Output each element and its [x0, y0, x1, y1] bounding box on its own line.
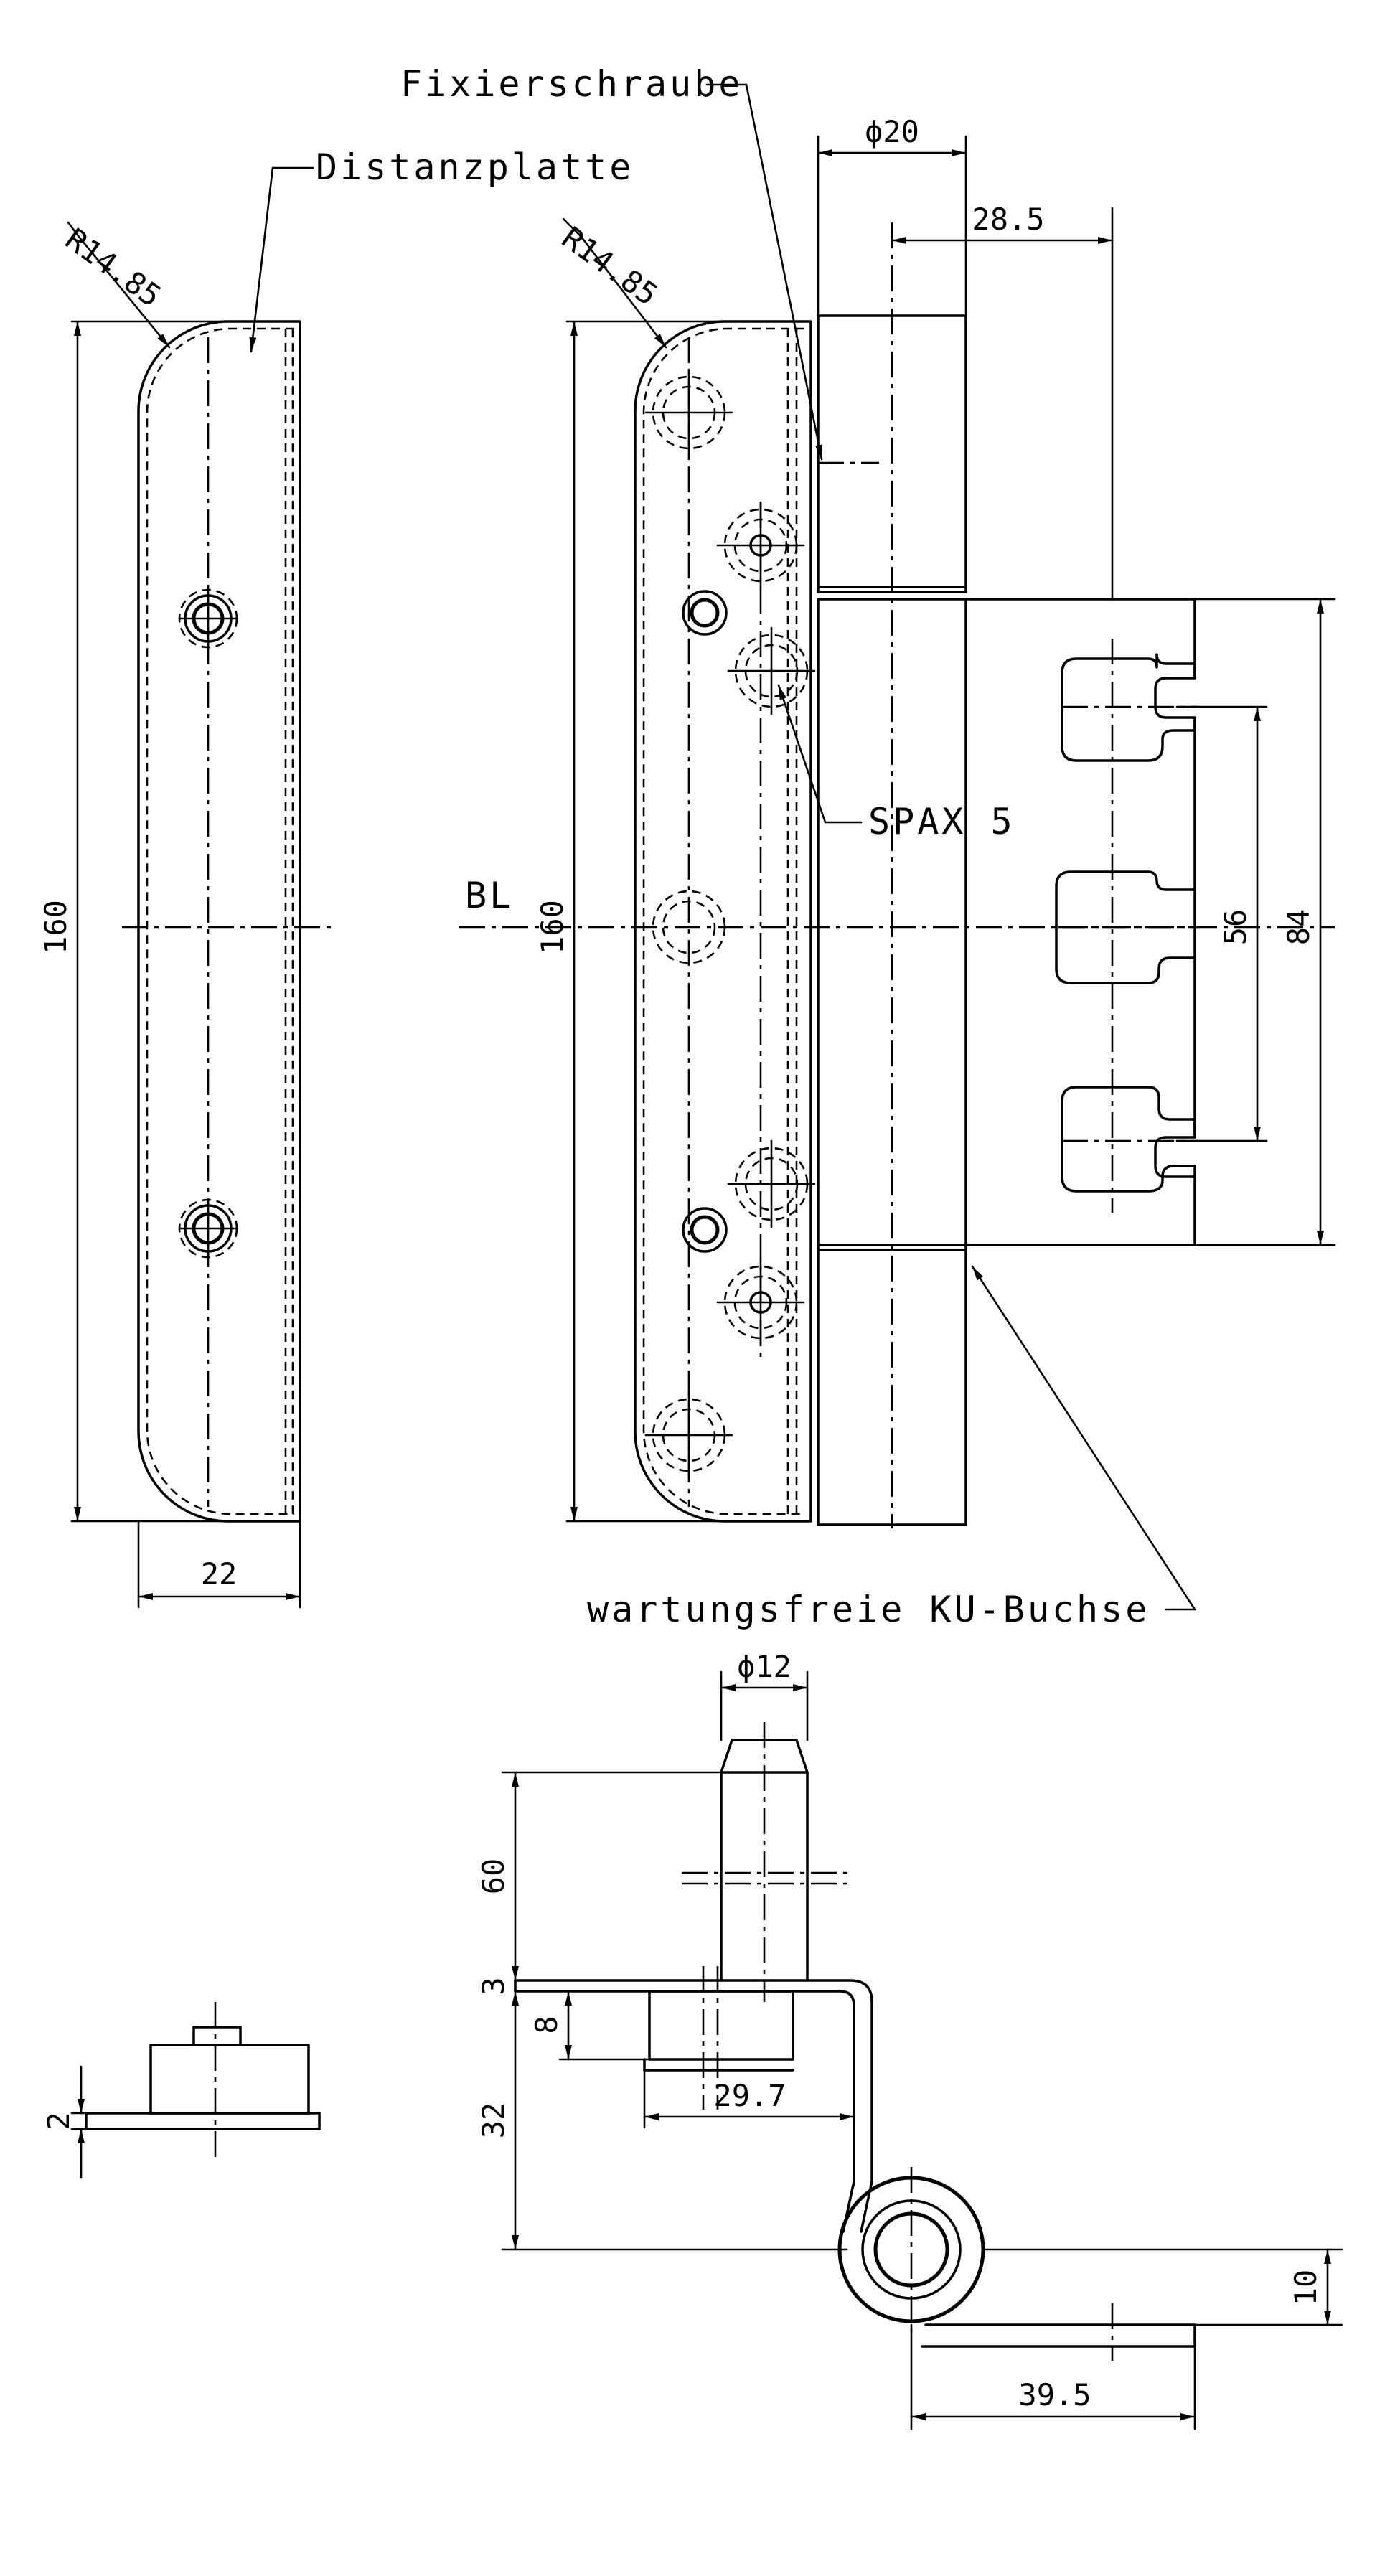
fix-screw-upper: [682, 590, 728, 636]
dim-3: 3: [476, 1977, 511, 1995]
slot-1: [1061, 653, 1196, 762]
hinge-plan-view: 60 3 32 8 29.7 ϕ12 10 39.5: [476, 1649, 1343, 2430]
slot-2: [1055, 870, 1196, 984]
plate-side-view: 2: [41, 2002, 321, 2179]
frame-arm: [921, 2323, 1196, 2348]
label-spax: SPAX 5: [868, 801, 1015, 842]
hinge-front-view: ϕ20 28.5 R14.85 160 56 84 Fixierschraube…: [400, 63, 1336, 1630]
label-buchse: wartungsfreie KU-Buchse: [587, 1589, 1150, 1630]
spax-holes: [644, 368, 816, 1480]
label-distanzplatte: Distanzplatte: [316, 146, 634, 188]
dim-phi20: ϕ20: [865, 114, 919, 149]
dim-28-5: 28.5: [972, 202, 1044, 237]
slot-3: [1061, 1086, 1196, 1193]
screw-head-lower: [178, 1198, 238, 1259]
leaf-plate: [514, 1979, 873, 2183]
screw-head-upper: [178, 588, 238, 649]
label-bl: BL: [465, 875, 514, 916]
dim-160-left: 160: [38, 900, 73, 954]
fix-screw-lower: [682, 1207, 728, 1253]
dim-phi12: ϕ12: [737, 1649, 792, 1684]
dim-160-mid: 160: [535, 900, 570, 954]
dim-2: 2: [41, 2112, 76, 2130]
dim-22: 22: [201, 1556, 238, 1592]
label-fixierschraube: Fixierschraube: [400, 63, 743, 105]
dim-84: 84: [1281, 909, 1316, 946]
hinge-leaf-outline: [634, 320, 812, 1523]
dim-39-5: 39.5: [1018, 2377, 1091, 2412]
dim-60: 60: [476, 1858, 511, 1895]
dim-32: 32: [476, 2102, 511, 2139]
dim-10: 10: [1288, 2270, 1323, 2306]
plate-outline: [137, 320, 301, 1523]
dim-r-mid: R14.85: [555, 220, 665, 312]
dim-29-7: 29.7: [713, 2078, 786, 2113]
dim-8: 8: [529, 2016, 564, 2034]
dim-r-left: R14.85: [59, 221, 168, 314]
dim-56: 56: [1218, 909, 1253, 946]
distanzplatte-view: 160 R14.85 22 Distanzplatte: [38, 146, 634, 1609]
frame-leaf: [964, 598, 1196, 1246]
